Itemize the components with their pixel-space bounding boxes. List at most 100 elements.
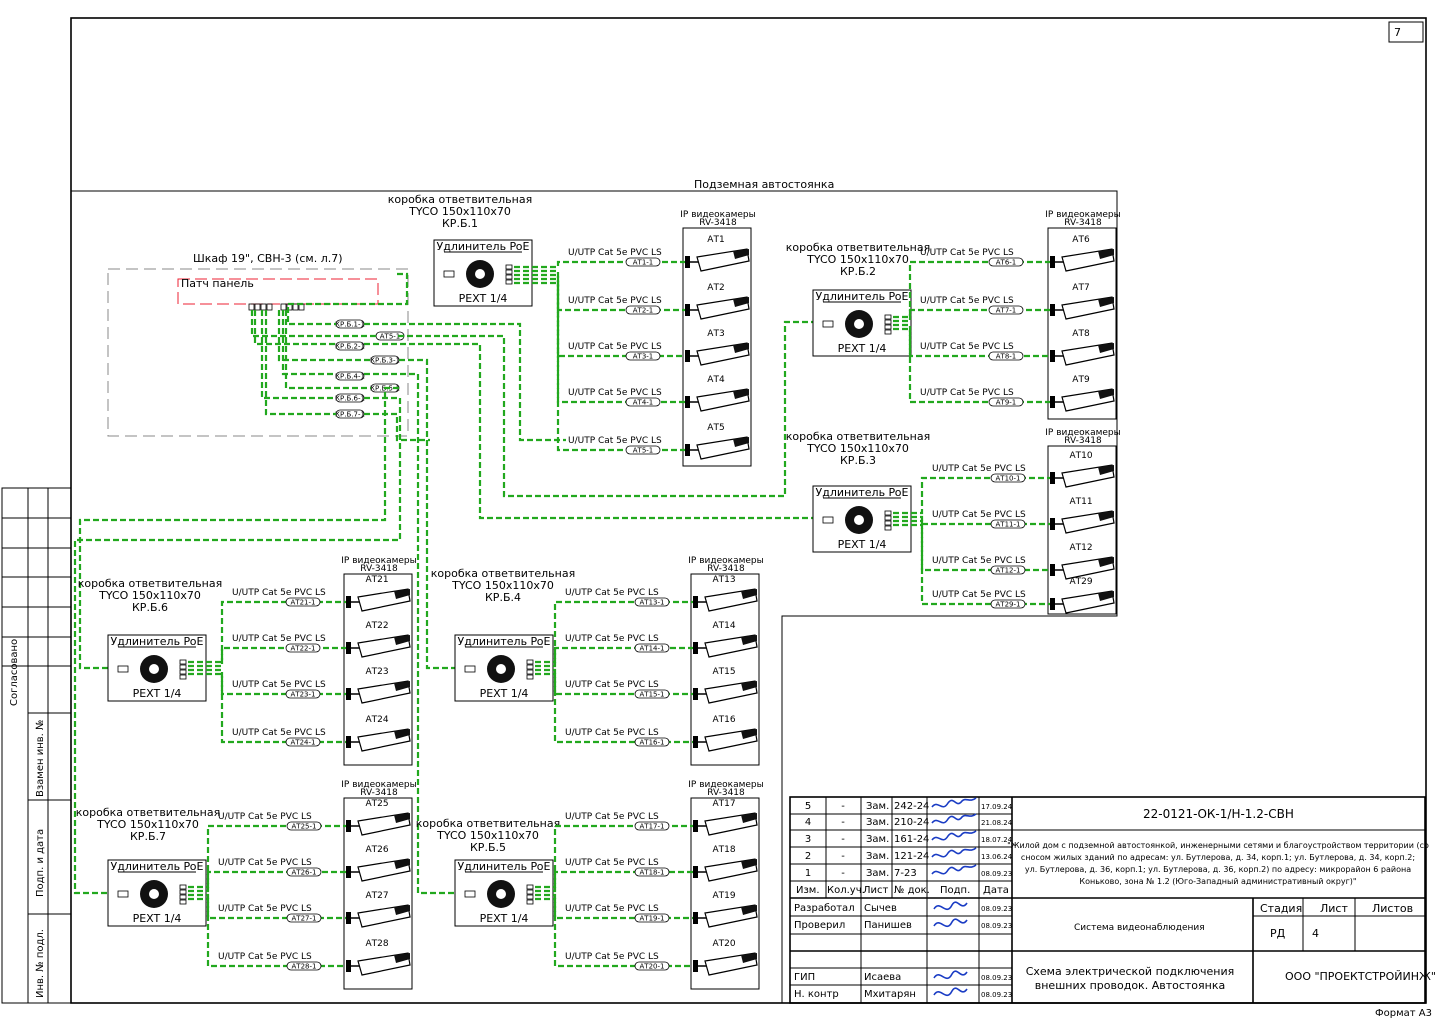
cameras-model: RV-3418 [707, 564, 745, 574]
doc-code: 22-0121-ОК-1/Н-1.2-СВН [1143, 807, 1294, 821]
camera-cable [893, 260, 1050, 319]
cable-tag: АТ9-1 [996, 399, 1017, 407]
extender-input-port [117, 665, 129, 673]
cable-label: U/UTP Cat 5e PVC LS [565, 812, 659, 822]
camera-icon [1050, 388, 1115, 412]
trunk-cable [364, 322, 566, 442]
cable-label: U/UTP Cat 5e PVC LS [932, 464, 1026, 474]
trunk-cables: КР.Б.1-1АТ5-1КР.Б.2-1КР.Б.3-1КР.Б.4-1КР.… [73, 272, 813, 895]
cable-tag: АТ8-1 [996, 353, 1017, 361]
extender-port [505, 274, 513, 280]
rev-qty: - [841, 868, 845, 879]
cable-tag: АТ22-1 [291, 645, 316, 653]
trunk-tag: КР.Б.2-1 [335, 343, 365, 351]
camera-name: АТ18 [712, 845, 735, 855]
cable-label: U/UTP Cat 5e PVC LS [568, 436, 662, 446]
camera-cable [535, 646, 693, 668]
trunk-cable [284, 310, 371, 390]
camera-mount [693, 912, 698, 924]
camera-name: АТ15 [712, 667, 735, 677]
camera-name: АТ9 [1072, 375, 1090, 385]
camera-mount [693, 866, 698, 878]
camera-icon [1050, 510, 1115, 534]
camera-mount [1050, 256, 1055, 268]
cable-tag-frame [286, 821, 322, 831]
rev-qty: - [841, 801, 845, 812]
extender-model: PEXT 1/4 [133, 687, 182, 700]
camera-mount [693, 820, 698, 832]
cable-tag-frame [285, 689, 321, 699]
sheet-number: 4 [1312, 927, 1319, 940]
rev-doc: 161-24 [894, 834, 929, 845]
poe-extender-box [107, 634, 207, 702]
cable-label: U/UTP Cat 5e PVC LS [920, 388, 1014, 398]
cable-tag-frame [286, 913, 322, 923]
cameras-model: RV-3418 [1064, 218, 1102, 228]
camera-icon [1050, 556, 1115, 580]
poe-extender-box [454, 859, 554, 927]
cable-label: U/UTP Cat 5e PVC LS [932, 510, 1026, 520]
camera-hood [394, 813, 410, 823]
parking-zone-boundary [71, 190, 1118, 1003]
camera-cable [188, 646, 346, 668]
camera-hood [394, 859, 410, 869]
cable-tag: АТ25-1 [292, 823, 317, 831]
camera-hood [1098, 389, 1114, 399]
cable-label: U/UTP Cat 5e PVC LS [568, 248, 662, 258]
extender-port [526, 669, 534, 675]
box-label: коробка ответвительная [78, 577, 222, 590]
cable-label: U/UTP Cat 5e PVC LS [565, 904, 659, 914]
cable-tag: АТ7-1 [996, 307, 1017, 315]
cable-tag-frame [625, 351, 661, 361]
rev-doc: 210-24 [894, 817, 929, 828]
camera-mount [346, 736, 351, 748]
extender-port [179, 664, 187, 670]
extender-model: PEXT 1/4 [838, 538, 887, 551]
extender-port [884, 515, 892, 521]
cable-label: U/UTP Cat 5e PVC LS [232, 588, 326, 598]
trunk-tag: КР.Б.3-1 [370, 357, 400, 365]
camera-cable [893, 476, 1050, 515]
box-model: TYCO 150x110x70 [806, 253, 909, 266]
trunk-cable [260, 310, 336, 400]
cameras-title: IP видеокамеры [1045, 210, 1120, 220]
camera-icon [693, 588, 758, 612]
camera-icon [693, 904, 758, 928]
trunk-cable [250, 310, 376, 338]
trunk-tag-frame [335, 341, 365, 351]
box-id: КР.Б.7 [130, 830, 166, 843]
cable-tag-frame [285, 737, 321, 747]
camera-hood [741, 635, 757, 645]
camera-name: АТ21 [365, 575, 388, 585]
cameras-title: IP видеокамеры [680, 210, 755, 220]
extender-port [526, 899, 534, 905]
cable-tag-frame [285, 643, 321, 653]
cable-tag: АТ14-1 [640, 645, 665, 653]
signature [933, 901, 968, 911]
signature [931, 813, 977, 824]
cable-tag-frame [990, 519, 1026, 529]
rev-header: Изм. [796, 885, 820, 896]
camera-hood [741, 859, 757, 869]
rev-doc: 7-23 [894, 868, 917, 879]
camera-icon [693, 680, 758, 704]
cable-label: U/UTP Cat 5e PVC LS [232, 680, 326, 690]
cable-tag: АТ16-1 [640, 739, 665, 747]
cable-tag-frame [625, 397, 661, 407]
camera-mount [685, 444, 690, 456]
patch-panel-port [292, 303, 299, 311]
camera-cable [514, 277, 685, 404]
camera-hood [1098, 591, 1114, 601]
cable-tag: АТ26-1 [292, 869, 317, 877]
box-id: КР.Б.4 [485, 591, 521, 604]
cameras-model: RV-3418 [360, 788, 398, 798]
person-name: Исаева [864, 972, 901, 983]
rev-number: 1 [805, 868, 811, 879]
box-label: коробка ответвительная [416, 817, 560, 830]
extender-port [526, 674, 534, 680]
signature [931, 864, 977, 875]
stage-header: Стадия [1260, 902, 1302, 915]
left-stamp: Согласовано Взамен инв. № Подп. и дата И… [1, 487, 72, 1004]
extender-input-port [822, 516, 834, 524]
